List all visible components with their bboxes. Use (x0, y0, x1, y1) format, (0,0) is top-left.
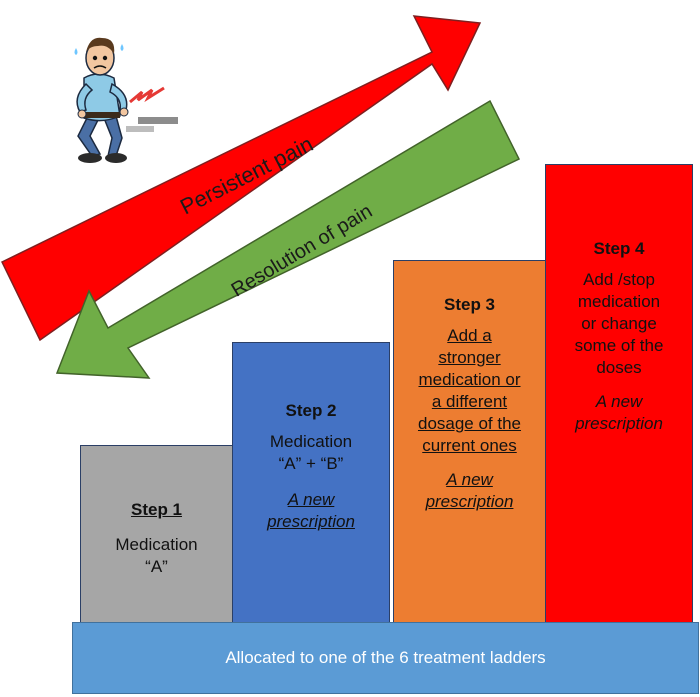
step-2-line: “A” + “B” (278, 454, 344, 473)
step-4-title: Step 4 (593, 239, 645, 258)
step-3-line: current ones (422, 436, 517, 455)
step-3-title: Step 3 (443, 295, 496, 314)
step-3-block: Step 3 Add a stronger medication or a di… (393, 260, 546, 623)
step-4-prescription: prescription (575, 414, 663, 433)
step-3-line: medication or (418, 370, 521, 389)
step-4-line: medication (577, 292, 661, 311)
step-1-line: “A” (145, 557, 168, 576)
step-4-prescription: A new (595, 392, 643, 411)
step-4-block: Step 4 Add /stop medication or change so… (545, 164, 693, 623)
step-3-line: dosage of the (417, 414, 522, 433)
base-label: Allocated to one of the 6 treatment ladd… (225, 648, 546, 667)
step-2-prescription: A new (287, 490, 335, 509)
step-2-line: Medication (269, 432, 353, 451)
step-1-title: Step 1 (130, 500, 183, 519)
step-3-line: stronger (438, 348, 501, 367)
step-2-block: Step 2 Medication “A” + “B” A new prescr… (232, 342, 390, 623)
step-3-line: Add a (447, 326, 492, 345)
step-4-line: Add /stop (583, 270, 655, 289)
step-3-prescription: prescription (425, 492, 514, 511)
step-1-block: Step 1 Medication “A” (80, 445, 233, 623)
step-1-line: Medication (115, 535, 198, 554)
step-4-line: doses (596, 358, 642, 377)
treatment-ladders-base: Allocated to one of the 6 treatment ladd… (72, 622, 699, 694)
step-2-prescription: prescription (267, 512, 355, 531)
man-back-pain-icon (74, 37, 178, 163)
step-3-prescription: A new (446, 470, 493, 489)
step-4-line: or change (581, 314, 657, 333)
step-3-line: a different (431, 392, 508, 411)
step-4-line: some of the (574, 336, 664, 355)
step-2-title: Step 2 (285, 401, 337, 420)
